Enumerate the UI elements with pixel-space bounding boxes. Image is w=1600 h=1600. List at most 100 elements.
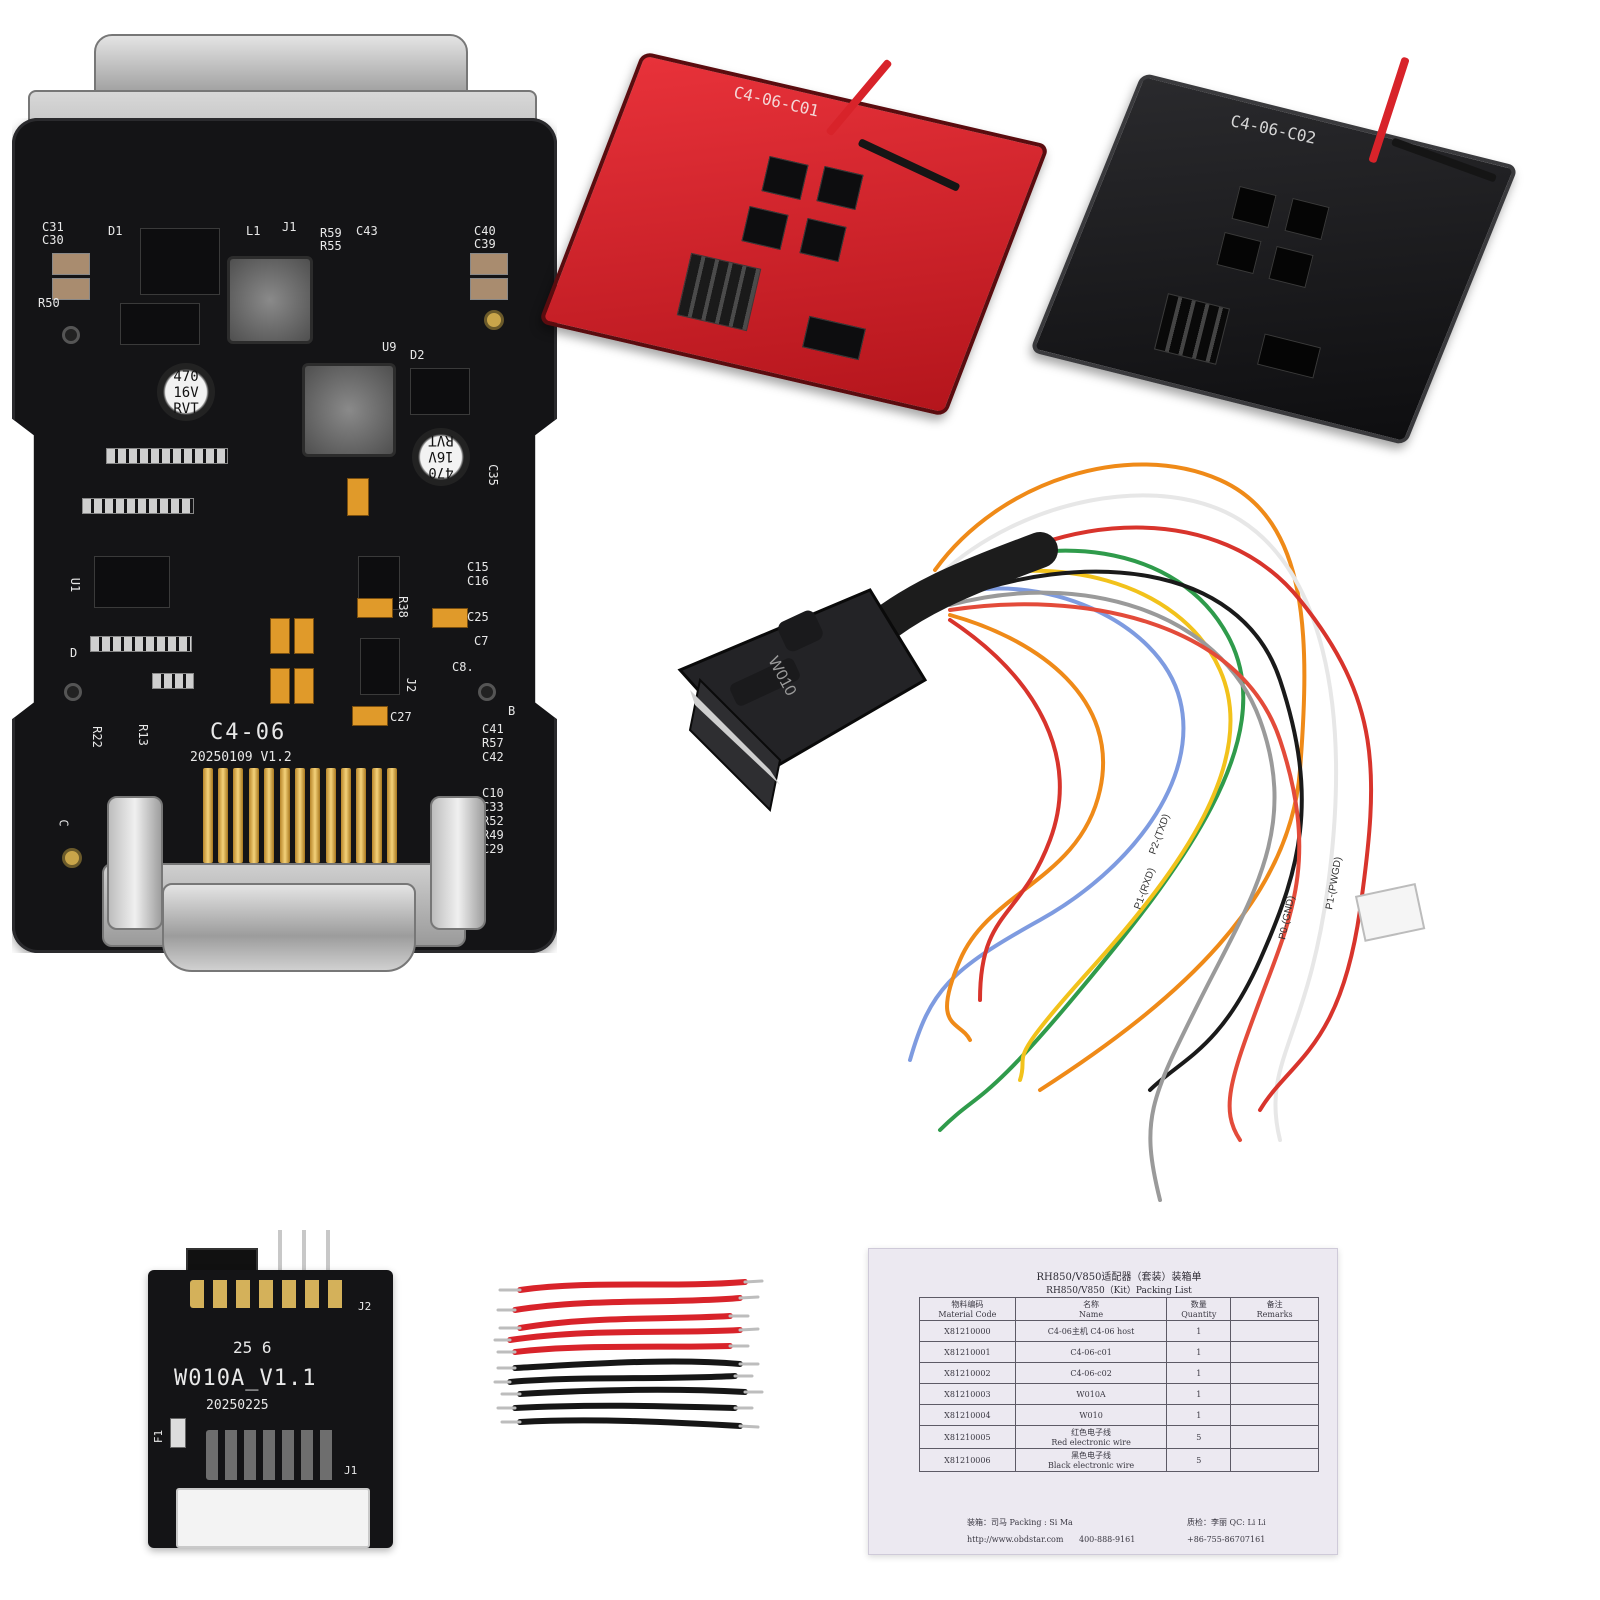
w010a-date: 20250225 xyxy=(206,1398,269,1413)
header-quantity: 数量 Quantity xyxy=(1166,1297,1232,1321)
w010a-code: 25 6 xyxy=(233,1338,272,1357)
row-3-remarks xyxy=(1230,1383,1319,1405)
smd-cap-left-2 xyxy=(52,278,90,300)
board-version: 20250109 V1.2 xyxy=(190,750,292,765)
row-6-code: X81210006 xyxy=(919,1448,1016,1472)
smd-res-row-2 xyxy=(106,448,228,464)
row-5-name: 红色电子线 Red electronic wire xyxy=(1014,1425,1168,1449)
silk-l1: L1 xyxy=(246,224,261,238)
mount-hole-right-top xyxy=(484,310,504,330)
row-1-name: C4-06-c01 xyxy=(1014,1341,1168,1363)
w010a-board: J2 25 6 W010A_V1.1 20250225 F1 J1 xyxy=(148,1230,393,1548)
row-0-remarks xyxy=(1230,1320,1319,1342)
row-1-qty: 1 xyxy=(1166,1341,1232,1363)
black-wire-3 xyxy=(517,1386,748,1397)
silk-c35: C35 xyxy=(485,464,500,486)
row-6-remarks xyxy=(1230,1448,1319,1472)
silk-c15: C15 xyxy=(467,560,489,574)
inductor-l1 xyxy=(227,256,313,344)
row-4-code: X81210004 xyxy=(919,1404,1016,1426)
silk-c42: C42 xyxy=(482,750,504,764)
smd-cap-1 xyxy=(347,478,369,516)
row-5-remarks xyxy=(1230,1425,1319,1449)
host-board: 470 16V RVT 470 16V RVT C4-06 20250109 V… xyxy=(12,28,557,993)
adapter-board-c02: C4-06-C02 xyxy=(1029,56,1519,446)
row-3-qty: 1 xyxy=(1166,1383,1232,1405)
silk-j1: J1 xyxy=(282,220,297,234)
packing-subtitle-text: RH850/V850（Kit）Packing List xyxy=(1046,1286,1192,1296)
row-3-code: X81210003 xyxy=(919,1383,1016,1405)
cable-plug xyxy=(1354,883,1426,942)
silk-c16: C16 xyxy=(467,574,489,588)
ic-u1 xyxy=(94,556,170,608)
db15-pins-bottom xyxy=(200,768,400,863)
packing-packer: 装箱：司马 Packing : Si Ma xyxy=(967,1518,1073,1527)
row-0-code: X81210000 xyxy=(919,1320,1016,1342)
silk-c7: C7 xyxy=(474,634,489,648)
w010a-header-row xyxy=(190,1280,350,1308)
row-2-qty: 1 xyxy=(1166,1362,1232,1384)
silk-j2: C xyxy=(56,819,71,827)
w010a-j1: J1 xyxy=(344,1464,358,1477)
cable-tag-rxd: P1-(RXD) xyxy=(1132,867,1157,911)
table-row: X81210000 C4-06主机 C4-06 host 1 xyxy=(919,1320,1319,1342)
electrolytic-capacitor-1: 470 16V RVT xyxy=(157,363,215,421)
silk-c41: C41 xyxy=(482,722,504,736)
table-row: X81210005 红色电子线 Red electronic wire 5 xyxy=(919,1425,1319,1449)
mount-hole-j2 xyxy=(62,848,82,868)
row-3-name: W010A xyxy=(1014,1383,1168,1405)
row-5-qty: 5 xyxy=(1166,1425,1232,1449)
mount-hole-left-top xyxy=(62,326,80,344)
row-1-code: X81210001 xyxy=(919,1341,1016,1363)
smd-cap-2 xyxy=(357,598,393,618)
w010a-fuse xyxy=(170,1418,186,1448)
silk-r22: R22 xyxy=(89,726,104,748)
packing-qc: 质检：李丽 QC: Li Li xyxy=(1187,1518,1266,1527)
black-wire-2 xyxy=(507,1373,738,1385)
cable-wire-red xyxy=(948,525,1374,1112)
packing-phone2: +86-755-86707161 xyxy=(1187,1535,1266,1544)
cable-wire-yellow xyxy=(943,568,1233,1082)
smd-cap-7 xyxy=(294,668,314,704)
silk-u9: U9 xyxy=(382,340,397,354)
packing-phone1: 400-888-9161 xyxy=(1079,1535,1136,1544)
smd-res-row-4 xyxy=(152,673,194,689)
red-wire-1 xyxy=(517,1279,748,1293)
cable-tag-gnd: P0-(GND) xyxy=(1277,895,1297,941)
row-5-code: X81210005 xyxy=(919,1425,1016,1449)
board-label: C4-06 xyxy=(210,720,287,745)
db15-latch-right xyxy=(430,796,486,930)
cable-wire-orange-2 xyxy=(945,613,1106,1042)
packing-list-card: RH850/V850适配器（套装）装箱单 RH850/V850（Kit）Pack… xyxy=(868,1248,1338,1555)
w010a-solder-row xyxy=(206,1430,336,1480)
mosfet-chip xyxy=(410,368,470,415)
cable-wire-orange xyxy=(933,462,1307,1092)
mount-hole-left-bottom xyxy=(64,683,82,701)
silk-c33: C33 xyxy=(482,800,504,814)
diode-d1 xyxy=(140,228,220,295)
row-6-qty: 5 xyxy=(1166,1448,1232,1472)
electrolytic-capacitor-2: 470 16V RVT xyxy=(412,428,470,486)
smd-cap-right-2 xyxy=(470,278,508,300)
mount-hole-right-bottom xyxy=(478,683,496,701)
silk-c43: C43 xyxy=(356,224,378,238)
inductor-l2 xyxy=(302,363,396,457)
cable-wire-red-2 xyxy=(948,602,1302,1142)
silk-r55: R55 xyxy=(320,239,342,253)
smd-cap-3 xyxy=(432,608,468,628)
ic-u5 xyxy=(360,638,400,695)
row-2-name: C4-06-c02 xyxy=(1014,1362,1168,1384)
smd-cap-6 xyxy=(270,668,290,704)
silk-c4: R38 xyxy=(395,596,410,618)
table-row: X81210006 黑色电子线 Black electronic wire 5 xyxy=(919,1448,1319,1472)
cable-wire-white xyxy=(938,493,1338,1142)
red-wire-3 xyxy=(517,1313,733,1331)
cable-wire-green xyxy=(938,548,1246,1132)
silk-c30: C30 xyxy=(42,233,64,247)
table-row: X81210004 W010 1 xyxy=(919,1404,1319,1426)
smd-res-row-1 xyxy=(82,498,194,514)
silk-r59: R59 xyxy=(320,226,342,240)
silk-r57: R57 xyxy=(482,736,504,750)
red-wire-5 xyxy=(512,1343,733,1355)
silk-u1: U1 xyxy=(68,577,83,593)
